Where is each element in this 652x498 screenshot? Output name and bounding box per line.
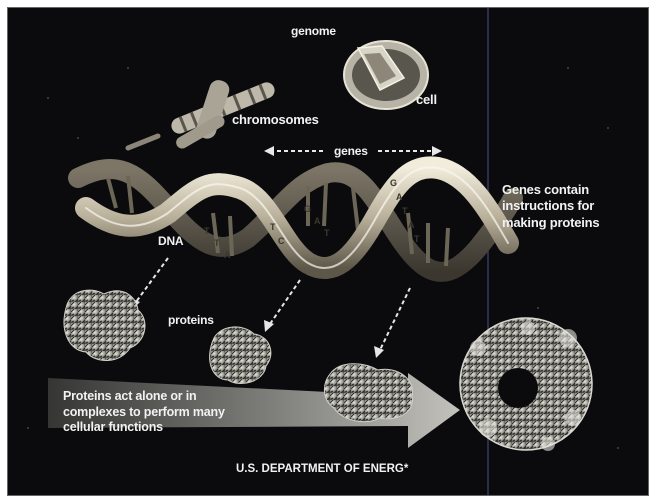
infographic-frame: T T A T C G A T G A T A T bbox=[7, 7, 649, 496]
protein-blob bbox=[210, 327, 271, 384]
dna-base-label: A bbox=[408, 220, 415, 230]
dna-helix: T T A T C G A T G A T A T bbox=[78, 167, 513, 272]
proteins-caption: Proteins act alone or in complexes to pe… bbox=[63, 389, 233, 436]
genome-label: genome bbox=[291, 24, 336, 38]
dna-base-label: A bbox=[314, 216, 321, 226]
proteins-label: proteins bbox=[168, 313, 214, 327]
dna-base-label: G bbox=[304, 204, 311, 214]
protein-complex-ring bbox=[460, 318, 592, 451]
dna-base-label: T bbox=[214, 238, 220, 248]
cell-label: cell bbox=[416, 92, 437, 108]
dna-base-label: T bbox=[324, 228, 330, 238]
dna-base-label: C bbox=[278, 236, 285, 246]
dna-base-label: A bbox=[396, 192, 403, 202]
protein-blob bbox=[64, 290, 145, 360]
dna-base-label: T bbox=[414, 234, 420, 244]
genes-label: genes bbox=[334, 144, 368, 158]
dna-base-label: A bbox=[224, 250, 231, 260]
genes-caption: Genes contain instructions for making pr… bbox=[502, 182, 632, 231]
protein-blob bbox=[324, 364, 412, 422]
chromosomes-label: chromosomes bbox=[232, 112, 319, 128]
credit-line: U.S. DEPARTMENT OF ENERG* bbox=[236, 463, 408, 477]
dna-base-label: G bbox=[390, 178, 397, 188]
dna-base-label: T bbox=[270, 222, 276, 232]
gene-to-protein-arrows bbox=[130, 258, 410, 358]
dna-base-label: T bbox=[402, 206, 408, 216]
dna-base-label: T bbox=[204, 226, 210, 236]
dna-label: DNA bbox=[158, 234, 183, 248]
